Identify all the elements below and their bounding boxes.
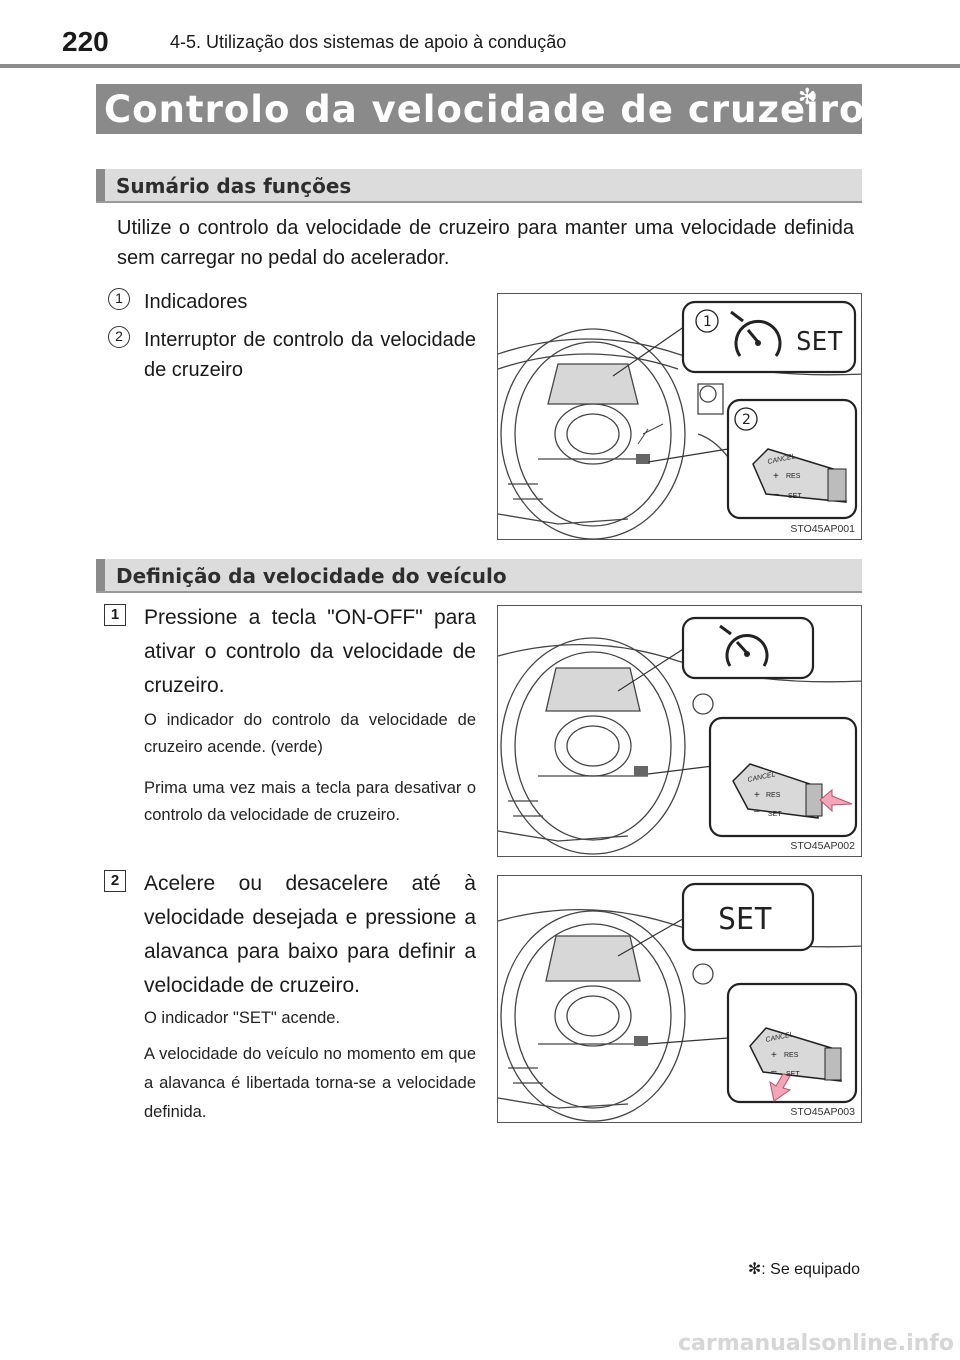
dashboard-illustration: 1 SET 2 CANCEL + RES – SET (498, 300, 861, 539)
summary-heading: Sumário das funções (116, 174, 352, 198)
lever-plus-label: + (773, 471, 779, 482)
page-title: Controlo da velocidade de cruzeiro (104, 88, 866, 131)
setting-heading-band (96, 559, 862, 593)
watermark: carmanualsonline.info (678, 1331, 954, 1356)
header-rule (0, 64, 960, 68)
section-header: 4-5. Utilização dos sistemas de apoio à … (170, 32, 567, 52)
figure-code-3: STO45AP003 (790, 1106, 855, 1118)
step-2-main: Acelere ou desacelere até à velocidade d… (144, 872, 476, 997)
figure-on-off: CANCEL + RES – SET STO45AP002 (497, 605, 862, 857)
lever-res-label: RES (786, 473, 801, 480)
figure-callout-2: 2 (742, 412, 751, 428)
setting-heading: Definição da velocidade do veículo (116, 564, 507, 588)
dashboard-illustration-on-off: CANCEL + RES – SET (498, 616, 861, 855)
step-1-note-1: O indicador do controlo da velocidade de… (144, 711, 476, 756)
step-2-note-2: A velocidade do veículo no momento em qu… (144, 1045, 476, 1121)
step-number-1: 1 (104, 604, 126, 626)
step-2-note-1: O indicador "SET" acende. (144, 1009, 341, 1027)
lever-res-label: RES (784, 1052, 799, 1059)
page-number: 220 (62, 26, 109, 57)
heading-bar (96, 559, 105, 591)
equipped-mark-icon: ✻ (798, 84, 817, 109)
lever-set-label: SET (768, 811, 782, 818)
title-band (96, 84, 862, 134)
lever-plus-label: + (771, 1050, 777, 1061)
summary-intro: Utilize o controlo da velocidade de cruz… (117, 217, 854, 269)
step-number-2: 2 (104, 870, 126, 892)
item-label-2: Interruptor de controlo da velocidade de… (144, 325, 476, 385)
lever-minus-label: – (771, 1066, 777, 1077)
dashboard-illustration-set: SET CANCEL + RES – SET (498, 882, 861, 1122)
figure-callout-1: 1 (703, 314, 712, 330)
lever-minus-label: – (773, 489, 779, 500)
figure-code-1: STO45AP001 (790, 523, 855, 535)
figure-set-speed: SET CANCEL + RES – SET STO45AP003 (497, 875, 862, 1123)
heading-bar (96, 169, 105, 201)
footnote-text: : Se equipado (761, 1261, 860, 1278)
step-1-note-2: Prima uma vez mais a tecla para desativa… (144, 779, 476, 824)
footnote: ✻: Se equipado (748, 1259, 860, 1279)
figure-code-2: STO45AP002 (790, 840, 855, 852)
figure-set-label: SET (796, 327, 843, 357)
step-1-main: Pressione a tecla "ON-OFF" para ativar o… (144, 606, 476, 697)
footnote-mark: ✻ (747, 1261, 762, 1278)
item-number-2: 2 (108, 326, 130, 348)
figure-cruise-overview: 1 SET 2 CANCEL + RES – SET STO45AP001 (497, 293, 862, 540)
figure-set-label: SET (718, 902, 772, 937)
lever-set-label: SET (788, 493, 802, 500)
lever-minus-label: – (754, 806, 760, 817)
item-number-1: 1 (108, 288, 130, 310)
item-label-1: Indicadores (144, 291, 248, 313)
summary-heading-band (96, 169, 862, 203)
item-label-2-text: Interruptor de controlo da velocidade de… (144, 329, 476, 381)
lever-res-label: RES (766, 792, 781, 799)
lever-set-label: SET (786, 1071, 800, 1078)
lever-plus-label: + (754, 790, 760, 801)
